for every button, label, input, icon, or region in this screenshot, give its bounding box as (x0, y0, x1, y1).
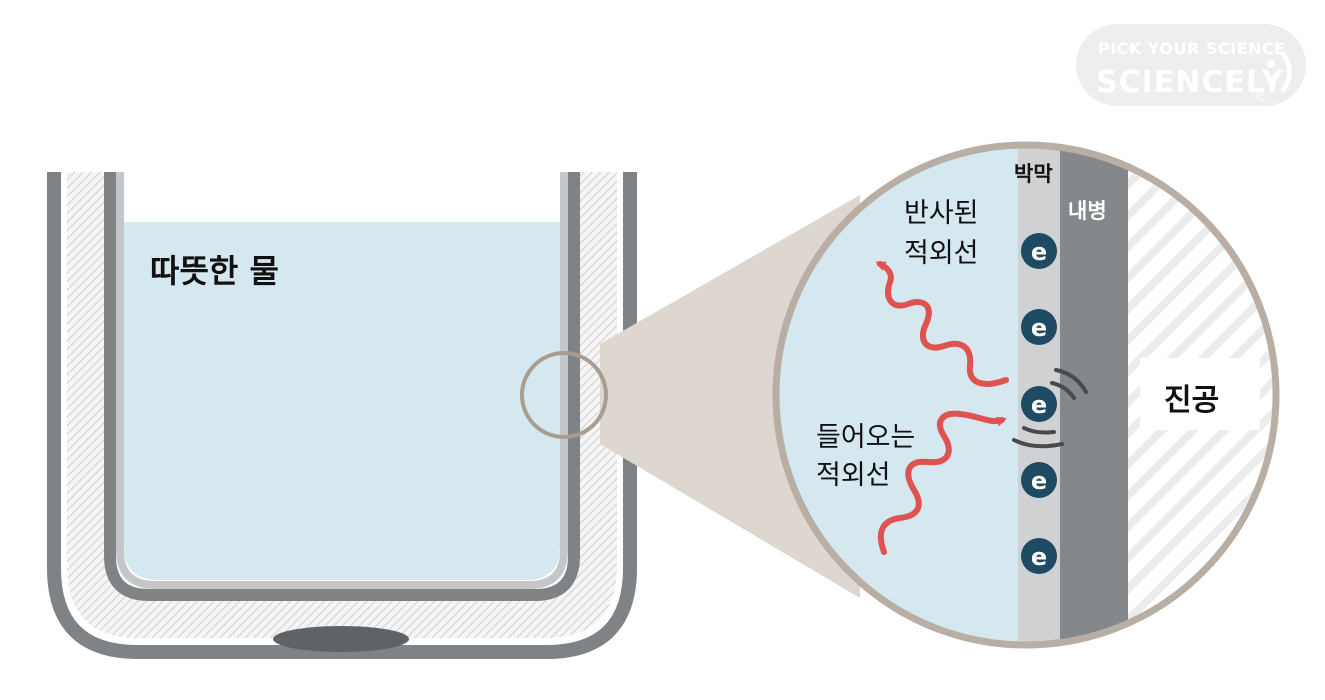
electron-label: e (1031, 467, 1047, 495)
outer-wall (47, 172, 637, 659)
electron-label: e (1031, 543, 1047, 571)
reflected-ir-label-line1: 반사된 (904, 198, 979, 229)
logo-tagline: PICK YOUR SCIENCE (1098, 39, 1286, 58)
sciencely-logo: PICK YOUR SCIENCE SCIENCELY © (1076, 24, 1306, 106)
inner-wall-label: 내병 (1068, 199, 1107, 223)
electron: e (1021, 309, 1057, 345)
electron: e (1021, 386, 1057, 422)
vacuum-label-bg (1140, 358, 1260, 430)
zoom-ring (772, 141, 1280, 649)
logo-wordmark: SCIENCELY (1096, 65, 1284, 100)
logo-copyright: © (1255, 90, 1267, 104)
electron: e (1021, 233, 1057, 269)
hot-water-label: 따뜻한 물 (150, 252, 279, 290)
thermos-cross-section: 따뜻한 물 (47, 172, 637, 659)
hot-water (124, 222, 560, 580)
inner-wall (104, 172, 580, 601)
electron-label: e (1031, 238, 1047, 266)
incoming-ir-label-line1: 들어오는 (816, 422, 915, 453)
magnified-water (776, 145, 1030, 645)
logo-badge (1076, 24, 1306, 106)
vibration-icon (1012, 368, 1088, 449)
reflected-infrared-wave (875, 261, 1009, 387)
incoming-ir-label-line2: 적외선 (816, 460, 891, 491)
reflected-ir-label-line2: 적외선 (904, 238, 979, 269)
vacuum-label: 진공 (1164, 383, 1219, 418)
thermos-foot (273, 626, 409, 652)
film-label: 박막 (1014, 162, 1053, 186)
incoming-infrared-wave (877, 410, 1007, 555)
smile-icon (1267, 51, 1292, 93)
electron-label: e (1031, 314, 1047, 342)
electron-label: e (1031, 391, 1047, 419)
inner-liner (116, 172, 568, 589)
zoom-source-circle (520, 351, 608, 439)
electron: e (1021, 462, 1057, 498)
electron: e (1021, 538, 1057, 574)
magnified-view: 박막 내병 진공 e e e e e (772, 141, 1280, 649)
